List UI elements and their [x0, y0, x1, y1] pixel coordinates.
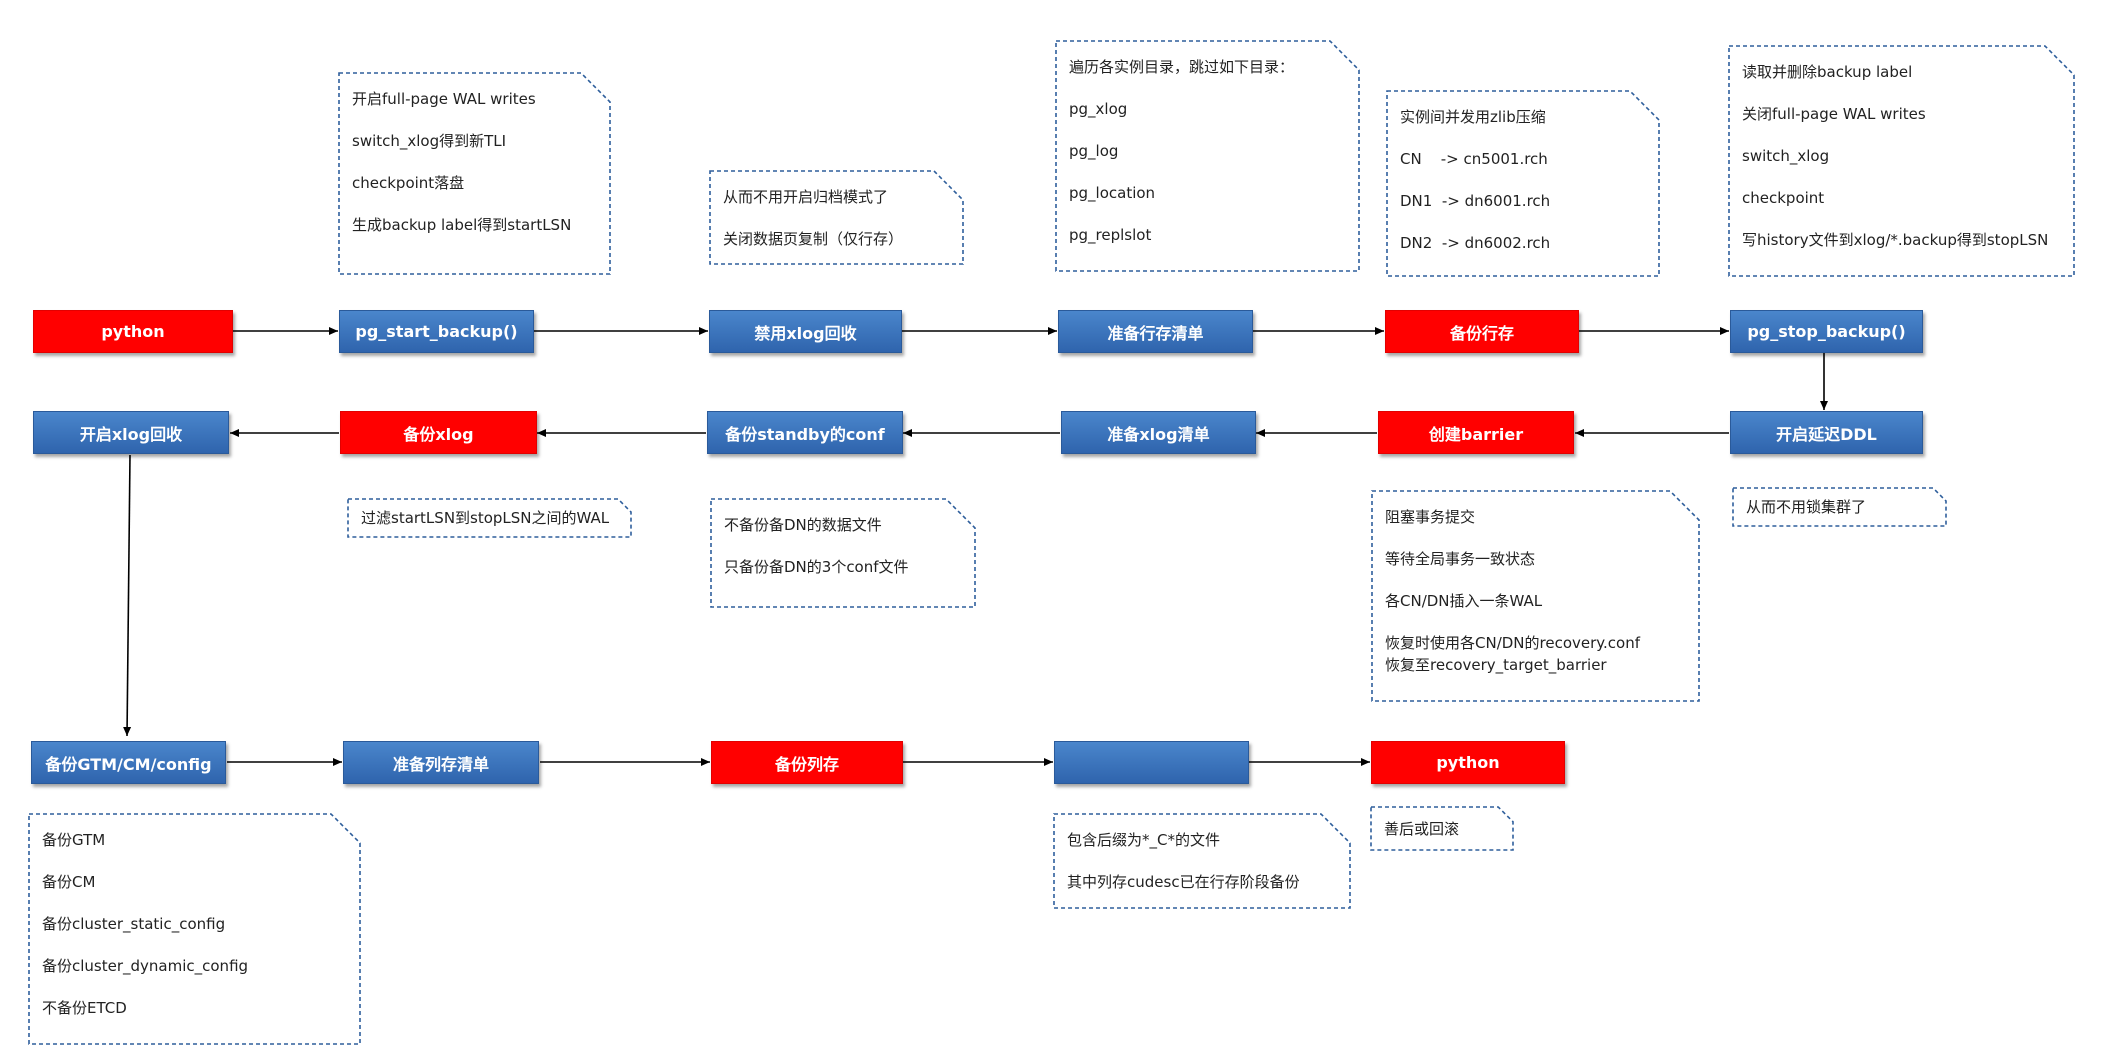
note-outline [1386, 90, 1660, 277]
disable-xlog-recycle-node: 禁用xlog回收 [709, 310, 902, 353]
note-line: DN1 -> dn6001.rch [1400, 192, 1551, 210]
backup-row-store-node: 备份行存 [1385, 310, 1579, 353]
note-no-lock: 从而不用锁集群了 [1732, 487, 1947, 527]
note-line: 写history文件到xlog/*.backup得到stopLSN [1742, 231, 2049, 249]
note-outline [709, 170, 964, 265]
disable-ddl-delay-node [1054, 741, 1249, 784]
note-line: pg_location [1069, 184, 1156, 202]
note-outline [347, 498, 632, 538]
note-line: 不备份备DN的数据文件 [724, 516, 882, 534]
note-line: 备份GTM [42, 831, 106, 849]
create-barrier-node: 创建barrier [1378, 411, 1574, 454]
note-line: switch_xlog得到新TLI [352, 132, 507, 150]
note-standby-conf: 不备份备DN的数据文件只备份备DN的3个conf文件 [710, 498, 976, 608]
note-line: checkpoint [1742, 189, 1825, 207]
note-outline [710, 498, 976, 608]
prepare-row-list-node: 准备行存清单 [1058, 310, 1253, 353]
backup-standby-conf-node: 备份standby的conf [707, 411, 903, 454]
note-stop-backup: 读取并删除backup label 关闭full-page WAL writes s… [1728, 45, 2075, 277]
note-barrier: 阻塞事务提交等待全局事务一致状态各CN/DN插入一条WAL 恢复时使用各CN/DN… [1371, 490, 1700, 702]
note-line: switch_xlog [1742, 147, 1830, 165]
note-line: 遍历各实例目录，跳过如下目录： [1069, 58, 1295, 76]
note-line: DN2 -> dn6002.rch [1400, 234, 1551, 252]
note-line: 关闭full-page WAL writes [1742, 105, 1926, 123]
note-line: 恢复时使用各CN/DN的recovery.conf 恢复至recovery_ta… [1385, 634, 1641, 674]
note-line: 只备份备DN的3个conf文件 [724, 558, 909, 576]
note-outline [1371, 490, 1700, 702]
note-line: 备份cluster_dynamic_config [42, 957, 249, 975]
note-line: 备份cluster_static_config [42, 915, 226, 933]
note-line: 等待全局事务一致状态 [1385, 550, 1536, 568]
note-line: 阻塞事务提交 [1385, 508, 1476, 526]
python-end-node: python [1371, 741, 1565, 784]
note-line: 从而不用锁集群了 [1746, 498, 1867, 516]
pg-stop-backup-node: pg_stop_backup() [1730, 310, 1923, 353]
note-line: 各CN/DN插入一条WAL [1385, 592, 1543, 610]
note-line: 过滤startLSN到stopLSN之间的WAL [361, 509, 610, 527]
note-filter-wal: 过滤startLSN到stopLSN之间的WAL [347, 498, 632, 538]
note-gtm-cm: 备份GTM 备份CM 备份cluster_static_config 备份cluste… [28, 813, 361, 1045]
prepare-xlog-list-node: 准备xlog清单 [1061, 411, 1256, 454]
prepare-column-list-node: 准备列存清单 [343, 741, 539, 784]
note-line: 开启full-page WAL writes [352, 90, 536, 108]
backup-column-store-node: 备份列存 [711, 741, 903, 784]
note-line: 从而不用开启归档模式了 [723, 188, 889, 206]
enable-delayed-ddl-node: 开启延迟DDL [1730, 411, 1923, 454]
python-start-node: python [33, 310, 233, 353]
note-line: pg_xlog [1069, 100, 1128, 118]
note-line: pg_replslot [1069, 226, 1152, 244]
note-line: 生成backup label得到startLSN [352, 216, 572, 234]
note-outline [1732, 487, 1947, 527]
note-no-archive: 从而不用开启归档模式了关闭数据页复制（仅行存） [709, 170, 964, 265]
note-outline [1728, 45, 2075, 277]
note-line: 不备份ETCD [42, 999, 127, 1017]
note-outline [338, 72, 611, 275]
note-line: 关闭数据页复制（仅行存） [723, 230, 904, 248]
backup-xlog-node: 备份xlog [340, 411, 537, 454]
note-line: 善后或回滚 [1384, 819, 1460, 838]
note-line: 其中列存cudesc已在行存阶段备份 [1067, 873, 1300, 891]
backup-gtm-cm-config-node: 备份GTM/CM/config [31, 741, 226, 784]
arrow-enable-to-gtm [123, 454, 132, 737]
note-cleanup: 善后或回滚 [1370, 806, 1514, 851]
note-line: 备份CM [42, 873, 96, 891]
note-line: 包含后缀为*_C*的文件 [1067, 831, 1220, 849]
note-line: 读取并删除backup label [1742, 63, 1913, 81]
note-line: checkpoint落盘 [352, 174, 465, 192]
note-line: CN -> cn5001.rch [1400, 150, 1548, 168]
pg-start-backup-node: pg_start_backup() [339, 310, 534, 353]
enable-xlog-recycle-node: 开启xlog回收 [33, 411, 229, 454]
note-outline [1055, 40, 1360, 272]
note-outline [28, 813, 361, 1045]
note-column-files: 包含后缀为*_C*的文件其中列存cudesc已在行存阶段备份 [1053, 813, 1351, 909]
note-line: pg_log [1069, 142, 1119, 160]
note-line: 实例间并发用zlib压缩 [1400, 108, 1546, 126]
note-outline [1370, 806, 1514, 851]
